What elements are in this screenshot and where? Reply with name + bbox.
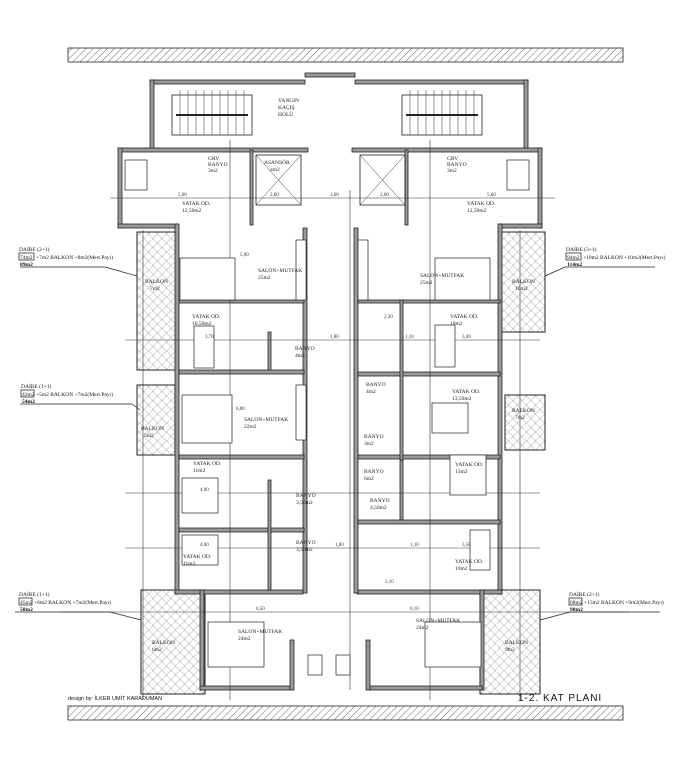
- dimension-labels: 5,60 2,60 1,60 2,60 5,60 3,70 1,80 1,10 …: [178, 193, 496, 612]
- svg-text:3,50: 3,50: [462, 543, 471, 548]
- svg-text:6,10: 6,10: [410, 607, 419, 612]
- svg-text:DAİRE (2+1): DAİRE (2+1): [19, 246, 50, 253]
- furniture: [124, 159, 530, 676]
- stair-left: [171, 90, 253, 136]
- top-hatched-frame-bar: [67, 47, 624, 63]
- svg-text:5,90: 5,90: [240, 253, 249, 258]
- svg-text:YATAK OD.12,50m2: YATAK OD.12,50m2: [467, 201, 496, 214]
- svg-text:DAİRE (3+1): DAİRE (3+1): [566, 246, 597, 253]
- svg-text:YATAK OD.10,50m2: YATAK OD.10,50m2: [192, 314, 221, 327]
- svg-text:74m2: 74m2: [20, 255, 33, 261]
- unit-callout-3plus1-top-right: DAİRE (3+1) 94m2 +10m2 BALKON +10m2(Mert…: [566, 246, 666, 268]
- svg-text:89m2: 89m2: [20, 262, 33, 268]
- svg-text:+5m2 BALKON +7m2(Mert.Payı): +5m2 BALKON +7m2(Mert.Payı): [36, 391, 113, 398]
- callout-area-boxes: [18, 252, 583, 606]
- svg-text:94m2: 94m2: [567, 255, 580, 261]
- svg-text:4,00: 4,00: [200, 543, 209, 548]
- svg-text:YATAK OD.10m2: YATAK OD.10m2: [455, 559, 484, 572]
- svg-text:58m2: 58m2: [20, 607, 33, 613]
- svg-text:+10m2 BALKON +10m2(Mert.Payı): +10m2 BALKON +10m2(Mert.Payı): [583, 254, 666, 261]
- svg-text:114m2: 114m2: [567, 262, 583, 268]
- stair-right: [401, 90, 483, 136]
- svg-text:1,10: 1,10: [405, 335, 414, 340]
- svg-text:45m2: 45m2: [20, 600, 33, 606]
- svg-text:DAİRE (2+1): DAİRE (2+1): [569, 591, 600, 598]
- svg-text:+7m2 BALKON +8m2(Mert.Payı): +7m2 BALKON +8m2(Mert.Payı): [36, 254, 113, 261]
- svg-text:1,80: 1,80: [335, 543, 344, 548]
- svg-text:68m2: 68m2: [570, 600, 583, 606]
- svg-text:6,00: 6,00: [236, 407, 245, 412]
- svg-text:DAİRE (1+1): DAİRE (1+1): [21, 383, 52, 390]
- svg-text:YATAK OD.12,50m2: YATAK OD.12,50m2: [182, 201, 211, 214]
- unit-callout-2plus1-top-left: DAİRE (2+1) 74m2 +7m2 BALKON +8m2(Mert.P…: [19, 246, 113, 268]
- svg-text:YATAK OD.11m2: YATAK OD.11m2: [183, 554, 212, 567]
- svg-text:YATAK OD.13,50m2: YATAK OD.13,50m2: [452, 389, 481, 402]
- svg-text:6,50: 6,50: [256, 607, 265, 612]
- svg-text:5,60: 5,60: [487, 193, 496, 198]
- svg-text:1,10: 1,10: [410, 543, 419, 548]
- svg-text:2,10: 2,10: [385, 580, 394, 585]
- svg-text:5,60: 5,60: [178, 193, 187, 198]
- svg-text:4,00: 4,00: [200, 488, 209, 493]
- svg-text:90m2: 90m2: [570, 607, 583, 613]
- unit-callout-1plus1-middle-left: DAİRE (1+1) 42m2 +5m2 BALKON +7m2(Mert.P…: [21, 383, 113, 405]
- svg-text:3,70: 3,70: [205, 335, 214, 340]
- svg-text:42m2: 42m2: [22, 392, 35, 398]
- svg-text:+6m2 BALKON +7m2(Mert.Payı): +6m2 BALKON +7m2(Mert.Payı): [34, 599, 111, 606]
- walls: [117, 72, 543, 691]
- balconies: [136, 231, 546, 695]
- svg-text:2,30: 2,30: [384, 315, 393, 320]
- bottom-hatched-frame-bar: [67, 705, 624, 721]
- svg-text:DAİRE (1+1): DAİRE (1+1): [19, 591, 50, 598]
- svg-text:2,60: 2,60: [270, 193, 279, 198]
- svg-text:2,60: 2,60: [380, 193, 389, 198]
- sheet-title: 1-2. KAT PLANI: [518, 693, 602, 704]
- svg-text:+13m2 BALKON +9m2(Mert.Payı): +13m2 BALKON +9m2(Mert.Payı): [584, 599, 664, 606]
- designer-credit: design by: İLKER UMİT KARADUMAN: [68, 695, 162, 702]
- elevator-shafts: [255, 154, 406, 206]
- unit-callout-2plus1-bottom-right: DAİRE (2+1) 68m2 +13m2 BALKON +9m2(Mert.…: [569, 591, 664, 613]
- callout-leaders: [15, 266, 660, 621]
- svg-text:3,40: 3,40: [462, 335, 471, 340]
- svg-text:1,60: 1,60: [330, 193, 339, 198]
- svg-text:YATAK OD.10m2: YATAK OD.10m2: [450, 314, 479, 327]
- svg-text:YATAK OD.13m2: YATAK OD.13m2: [455, 462, 484, 475]
- unit-callout-1plus1-bottom-left: DAİRE (1+1) 45m2 +6m2 BALKON +7m2(Mert.P…: [19, 591, 111, 613]
- svg-text:54m2: 54m2: [22, 399, 35, 405]
- svg-text:YATAK OD.11m2: YATAK OD.11m2: [193, 461, 222, 474]
- svg-text:1,80: 1,80: [330, 335, 339, 340]
